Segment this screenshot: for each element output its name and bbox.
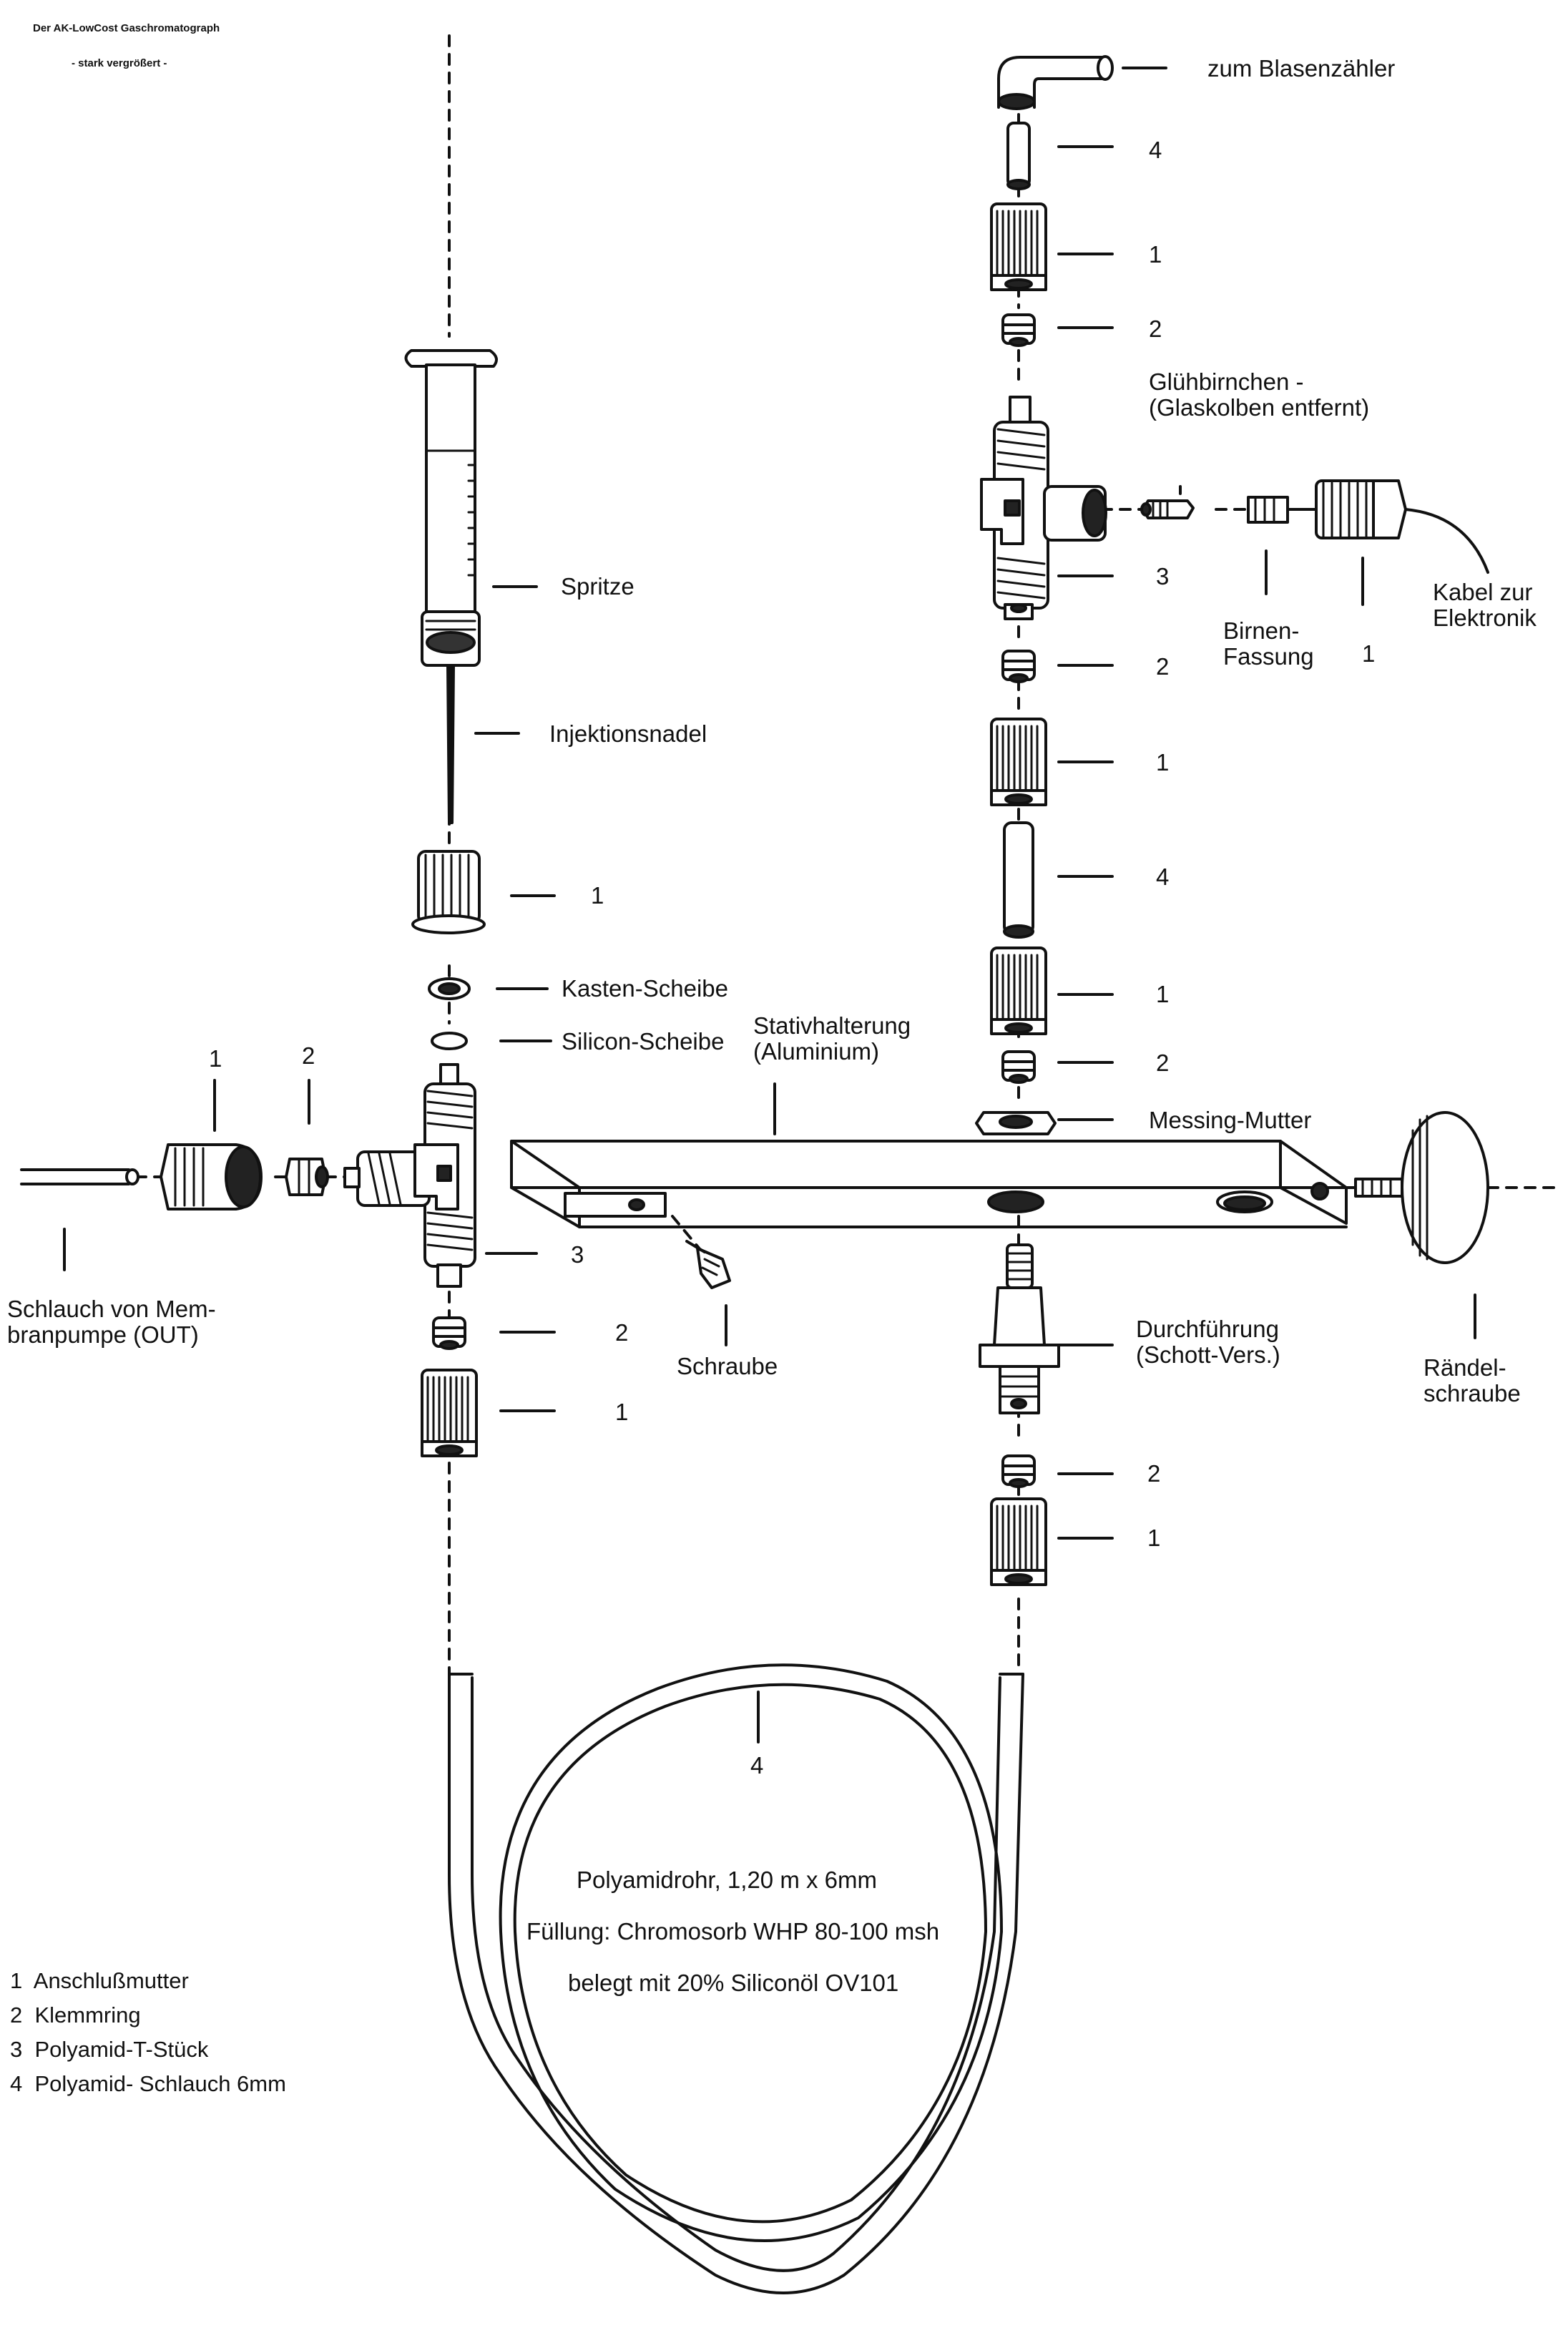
part-number: 1 [1156,749,1170,776]
stand-bar [510,1140,1348,1228]
label-stand: Stativhalterung [753,1012,911,1039]
nut-top [990,202,1047,291]
label-screw: Schraube [677,1353,778,1379]
part-number: 2 [1156,1050,1170,1076]
label-feedthrough-2: (Schott-Vers.) [1136,1341,1280,1368]
clamp-ring-horizontal [285,1158,329,1196]
part-number: 2 [302,1042,315,1069]
part-number: 4 [1149,137,1162,163]
coil-description-1: Polyamidrohr, 1,20 m x 6mm [577,1867,877,1893]
part-number: 3 [571,1241,584,1268]
knurled-screw [1354,1111,1489,1264]
label-knurled-screw: Rändel- [1424,1354,1506,1381]
nut-r2 [990,718,1047,806]
part-number: 2 [1147,1460,1161,1487]
part-number: 1 [615,1399,629,1425]
leader-lines [63,67,1476,1743]
column-coil [448,1663,1024,2294]
assembly-axes [134,34,1561,1676]
nut-syringe [411,850,486,934]
syringe [404,349,498,824]
brass-nut [975,1111,1057,1135]
legend-item: 4 Polyamid- Schlauch 6mm [10,2071,286,2096]
clamp-ring-r4 [1001,1454,1036,1488]
part-number: 2 [615,1319,629,1346]
label-feedthrough: Durchführung [1136,1316,1279,1342]
label-bulb-socket: Birnen- [1223,617,1300,644]
label-syringe: Spritze [561,573,634,600]
nut-l2 [421,1369,478,1457]
part-number: 4 [1156,864,1170,890]
clamp-ring-r2 [1001,650,1036,683]
box-washer [428,977,471,1000]
label-bubble-counter: zum Blasenzähler [1207,55,1396,82]
part-number: 1 [209,1045,222,1072]
part-number: 3 [1156,563,1170,590]
part-number: 1 [1362,640,1376,667]
nut-r3 [990,947,1047,1035]
clamp-ring-r3 [1001,1050,1036,1084]
legend-item: 2 Klemmring [10,2002,141,2028]
label-brass-nut: Messing-Mutter [1149,1107,1312,1133]
small-screw [685,1240,731,1289]
label-knurled-screw-2: schraube [1424,1380,1521,1407]
nut-horizontal [160,1143,263,1210]
legend-item: 1 Anschlußmutter [10,1968,189,1993]
silicon-washer [431,1032,468,1050]
part-number: 1 [1156,981,1170,1007]
label-bulb-socket-2: Fassung [1223,643,1314,670]
nut-r4 [990,1497,1047,1586]
part-number: 1 [591,882,604,909]
label-stand-2: (Aluminium) [753,1038,880,1065]
clamp-ring-l2 [432,1316,466,1350]
label-pump-hose: Schlauch von Mem- [7,1296,216,1322]
part-number: 1 [1147,1525,1161,1551]
part-number: 4 [750,1752,764,1779]
bulb-socket [1247,496,1318,524]
label-needle: Injektionsnadel [549,720,707,747]
t-piece-right [980,396,1107,620]
elbow-connector [997,55,1114,110]
t-piece-left [343,1063,476,1288]
label-glow-bulb-note: (Glaskolben entfernt) [1149,394,1370,421]
short-tube-top [1006,122,1031,190]
clamp-ring-top [1001,313,1036,347]
label-cable: Kabel zur [1433,579,1533,605]
part-number: 2 [1149,316,1162,342]
legend-item: 3 Polyamid-T-Stück [10,2037,209,2062]
label-box-washer: Kasten-Scheibe [562,975,728,1002]
coil-description-2: Füllung: Chromosorb WHP 80-100 msh [526,1918,940,1945]
label-cable-2: Elektronik [1433,605,1537,631]
label-pump-hose-2: branpumpe (OUT) [7,1321,199,1348]
label-glow-bulb: Glühbirnchen - [1149,368,1304,395]
tube-mid-right [1003,821,1034,939]
feedthrough [979,1243,1060,1414]
part-number: 1 [1149,241,1162,268]
cable-nut [1315,479,1489,574]
hose-from-pump [20,1168,139,1185]
coil-description-3: belegt mit 20% Siliconöl OV101 [568,1970,899,1996]
part-number: 2 [1156,653,1170,680]
glow-bulb [1140,499,1195,519]
diagram-title: Der AK-LowCost Gaschromatograph [33,22,220,34]
label-silicon-washer: Silicon-Scheibe [562,1028,725,1055]
diagram-subtitle: - stark vergrößert - [72,57,167,69]
